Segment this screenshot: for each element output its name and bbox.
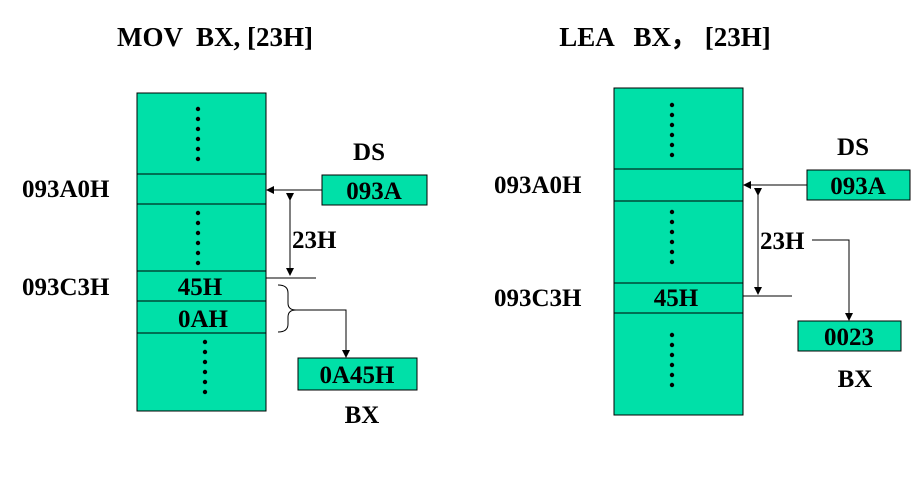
right-mem-cell-093c3 [613,282,744,314]
right-bx-label: BX [838,366,873,393]
left-mem-block-bottom [136,332,267,412]
left-offset-label: 23H [292,227,337,254]
right-memory-column: 45H [613,87,744,416]
left-ds-register [321,174,428,206]
right-title: LEA BX， [23H] [559,22,771,52]
left-bx-register [297,357,418,391]
right-diagram: LEA BX， [23H] 45H [494,22,911,416]
right-ds-register [806,169,911,201]
left-result-arrow [296,309,350,358]
left-brace [277,284,297,333]
right-mem-block-top [613,87,744,170]
right-bx-value: 0023 [824,324,874,351]
right-result-arrow [812,239,853,321]
left-ellipsis-bottom [202,339,208,395]
left-mem-block-top [136,92,267,175]
left-bx-label: BX [345,402,380,429]
left-mem-cell-093c4 [136,300,267,334]
left-address-093c3h: 093C3H [22,274,110,301]
right-mem-block-middle [613,200,744,284]
right-address-093a0h: 093A0H [494,172,582,199]
right-ellipsis-bottom [669,332,675,388]
right-ellipsis-top [669,102,675,158]
right-ellipsis-middle [669,209,675,265]
right-bx-register [797,320,902,352]
left-diagram: MOV BX, [23H] 4 [22,22,428,429]
right-mem-cell-093a0 [613,168,744,202]
left-address-093a0h: 093A0H [22,176,110,203]
left-ds-label: DS [353,139,385,166]
left-mem-value-45h: 45H [178,274,223,301]
left-ellipsis-middle [195,210,201,266]
right-mem-value-45h: 45H [654,285,699,312]
left-title: MOV BX, [23H] [117,22,313,52]
right-offset-label: 23H [760,228,805,255]
left-mem-value-0ah: 0AH [178,306,229,333]
left-ellipsis-top [195,106,201,162]
right-address-093c3h: 093C3H [494,285,582,312]
right-mem-block-bottom [613,312,744,416]
left-bx-value: 0A45H [320,362,396,389]
left-mem-cell-093a0 [136,173,267,205]
left-mem-cell-093c3 [136,270,267,302]
left-memory-column: 45H 0AH [136,92,267,412]
left-mem-block-middle [136,203,267,272]
left-ds-value: 093A [346,178,402,205]
right-ds-label: DS [837,134,869,161]
right-ds-value: 093A [830,173,886,200]
